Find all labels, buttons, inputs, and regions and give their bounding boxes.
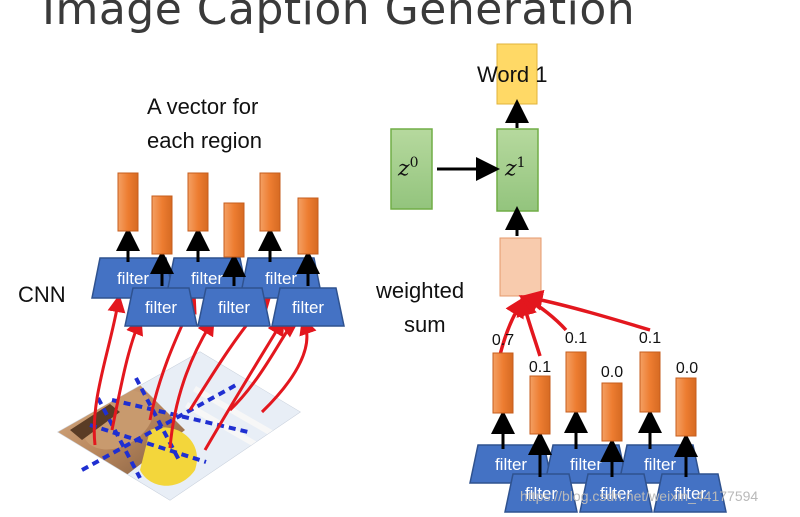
- weighted-label-line2: sum: [404, 312, 446, 337]
- right-vector-4: [601, 382, 623, 442]
- filter-shape: [579, 473, 653, 513]
- left-filter-group: filter filter filter filter filter filter: [91, 257, 345, 327]
- filter-label: filter: [191, 269, 223, 288]
- left-vector-1: [117, 172, 139, 232]
- left-red-arrows: [92, 294, 317, 451]
- filter-front-right-1: filter: [504, 473, 578, 513]
- filter-shape: [271, 287, 345, 327]
- filter-shape: [504, 473, 578, 513]
- left-vector-6: [297, 197, 319, 255]
- filter-front-2: filter: [197, 287, 271, 327]
- filter-label: filter: [674, 484, 706, 503]
- z0-box: [390, 128, 433, 210]
- left-vector-group: [116, 172, 320, 286]
- right-vector-1: [492, 352, 514, 414]
- filter-label: filter: [218, 298, 250, 317]
- filter-front-right-3: filter: [653, 473, 727, 513]
- weight-label-4: 0.0: [601, 364, 623, 381]
- filter-label: filter: [265, 269, 297, 288]
- right-vector-6: [675, 377, 697, 437]
- page-title: Image Caption Generation: [42, 0, 636, 35]
- filter-label: filter: [292, 298, 324, 317]
- attention-arrows: [498, 289, 651, 357]
- filter-shape: [197, 287, 271, 327]
- cnn-label: CNN: [18, 282, 66, 307]
- filter-shape: [653, 473, 727, 513]
- filter-label: filter: [145, 298, 177, 317]
- right-vector-3: [565, 351, 587, 413]
- weighted-label-line1: weighted: [376, 278, 465, 303]
- right-vector-group: [491, 351, 698, 477]
- filter-label: filter: [117, 269, 149, 288]
- filter-shape: [124, 287, 198, 327]
- weight-label-6: 0.0: [676, 360, 698, 377]
- filter-front-3: filter: [271, 287, 345, 327]
- left-vector-5: [259, 172, 281, 232]
- filter-label: filter: [570, 455, 602, 474]
- z1-label: z1: [505, 155, 526, 182]
- filter-label: filter: [525, 484, 557, 503]
- filter-front-right-2: filter: [579, 473, 653, 513]
- right-vector-5: [639, 351, 661, 413]
- word-output-box: [496, 43, 538, 105]
- filter-label: filter: [495, 455, 527, 474]
- filter-label: filter: [644, 455, 676, 474]
- filter-label: filter: [600, 484, 632, 503]
- filter-front-1: filter: [124, 287, 198, 327]
- weight-label-2: 0.1: [529, 359, 551, 376]
- z0-label: z0: [398, 155, 419, 182]
- vector-label-line1: A vector for: [147, 94, 259, 119]
- weight-label-3: 0.1: [565, 330, 587, 347]
- right-filter-group: filter filter filter filter filter filter: [469, 444, 727, 513]
- watermark: https://blog.csdn.net/weixin_44177594: [520, 488, 759, 504]
- left-vector-4: [223, 202, 245, 258]
- left-vector-3: [187, 172, 209, 232]
- input-photo: [57, 351, 301, 501]
- weight-label-5: 0.1: [639, 330, 661, 347]
- left-vector-2: [151, 195, 173, 255]
- region-grid: [81, 377, 249, 479]
- word-label: Word 1: [477, 62, 548, 87]
- weighted-sum-box: [499, 237, 542, 297]
- weight-labels: 0.7 0.1 0.1 0.0 0.1 0.0: [492, 330, 698, 381]
- right-vector-2: [529, 375, 551, 435]
- vector-label-line2: each region: [147, 128, 262, 153]
- weight-label-1: 0.7: [492, 332, 514, 349]
